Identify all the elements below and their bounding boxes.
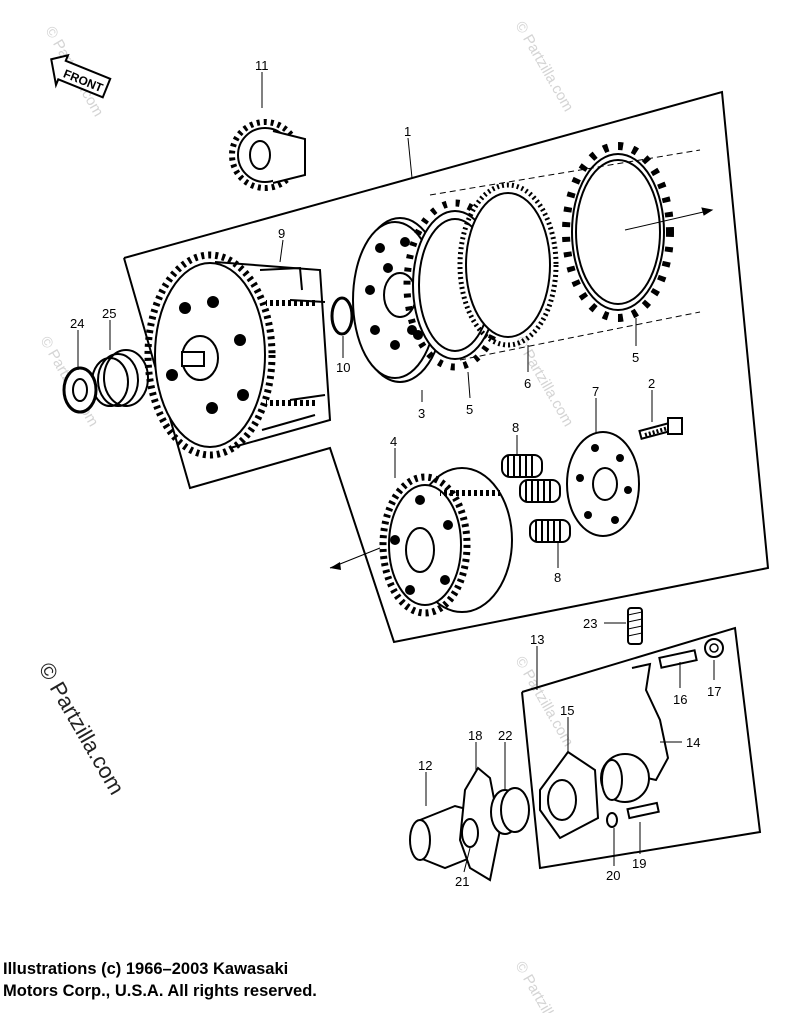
callout-1: 1 xyxy=(404,124,411,139)
oil-seal-21 xyxy=(461,818,479,848)
release-assembly-outline xyxy=(521,626,762,870)
washer-24-hole xyxy=(72,378,88,402)
callout-23: 23 xyxy=(583,616,597,631)
adjust-screw-16 xyxy=(658,649,698,669)
callout-8-top: 8 xyxy=(512,420,519,435)
release-holder-15 xyxy=(539,750,600,840)
callout-8-bottom: 8 xyxy=(554,570,561,585)
assembly-outline xyxy=(123,90,770,644)
callout-22: 22 xyxy=(498,728,512,743)
washer-20 xyxy=(606,812,618,828)
nut-17 xyxy=(704,638,724,658)
callout-11: 11 xyxy=(255,58,269,73)
callout-18: 18 xyxy=(468,728,482,743)
gasket-18 xyxy=(458,766,502,882)
clutch-springs-8 xyxy=(501,454,571,543)
copyright-line-1: Illustrations (c) 1966–2003 Kawasaki xyxy=(3,960,289,978)
callout-17: 17 xyxy=(707,684,721,699)
callout-19: 19 xyxy=(632,856,646,871)
friction-plate-5-b xyxy=(562,142,674,322)
watermark: © Partzilla.com xyxy=(512,959,577,1013)
steel-plate-6 xyxy=(457,182,559,348)
callout-numbers: 1 2 3 4 5 5 6 7 8 8 9 10 11 12 13 14 15 … xyxy=(70,58,721,889)
callout-6: 6 xyxy=(524,376,531,391)
callout-leader-lines xyxy=(77,72,715,873)
callout-16: 16 xyxy=(673,692,687,707)
watermark: © Partzilla.com xyxy=(34,658,130,799)
callout-21: 21 xyxy=(455,874,469,889)
callout-13: 13 xyxy=(530,632,544,647)
copyright-line-2: Motors Corp., U.S.A. All rights reserved… xyxy=(3,982,317,1000)
callout-15: 15 xyxy=(560,703,574,718)
clutch-hub-4 xyxy=(329,467,513,617)
plate-leader-lines xyxy=(429,149,714,361)
callout-9: 9 xyxy=(278,226,285,241)
sprocket-gear-11 xyxy=(229,119,306,191)
callout-5-right: 5 xyxy=(632,350,639,365)
callout-5-left: 5 xyxy=(466,402,473,417)
front-arrow-icon: FRONT xyxy=(50,53,112,99)
callout-4: 4 xyxy=(390,434,397,449)
copyright-notice: Illustrations (c) 1966–2003 Kawasaki Mot… xyxy=(3,958,317,1002)
callout-3: 3 xyxy=(418,406,425,421)
screw-19 xyxy=(626,801,660,820)
callout-7: 7 xyxy=(592,384,599,399)
spring-25 xyxy=(91,349,149,407)
release-lever-14 xyxy=(600,662,670,803)
callout-14: 14 xyxy=(686,735,700,750)
bushing-22 xyxy=(490,787,530,835)
callout-12: 12 xyxy=(418,758,432,773)
clutch-housing-9 xyxy=(144,251,332,459)
callout-10: 10 xyxy=(336,360,350,375)
watermark: © Partzilla.com xyxy=(512,19,577,115)
callout-2: 2 xyxy=(648,376,655,391)
callout-20: 20 xyxy=(606,868,620,883)
spring-plate-7 xyxy=(566,431,640,537)
watermark: © Partzilla.com xyxy=(512,654,577,750)
bolt-2 xyxy=(638,417,683,440)
washer-10 xyxy=(330,296,354,336)
callout-25: 25 xyxy=(102,306,116,321)
screw-23 xyxy=(627,607,643,645)
callout-24: 24 xyxy=(70,316,84,331)
